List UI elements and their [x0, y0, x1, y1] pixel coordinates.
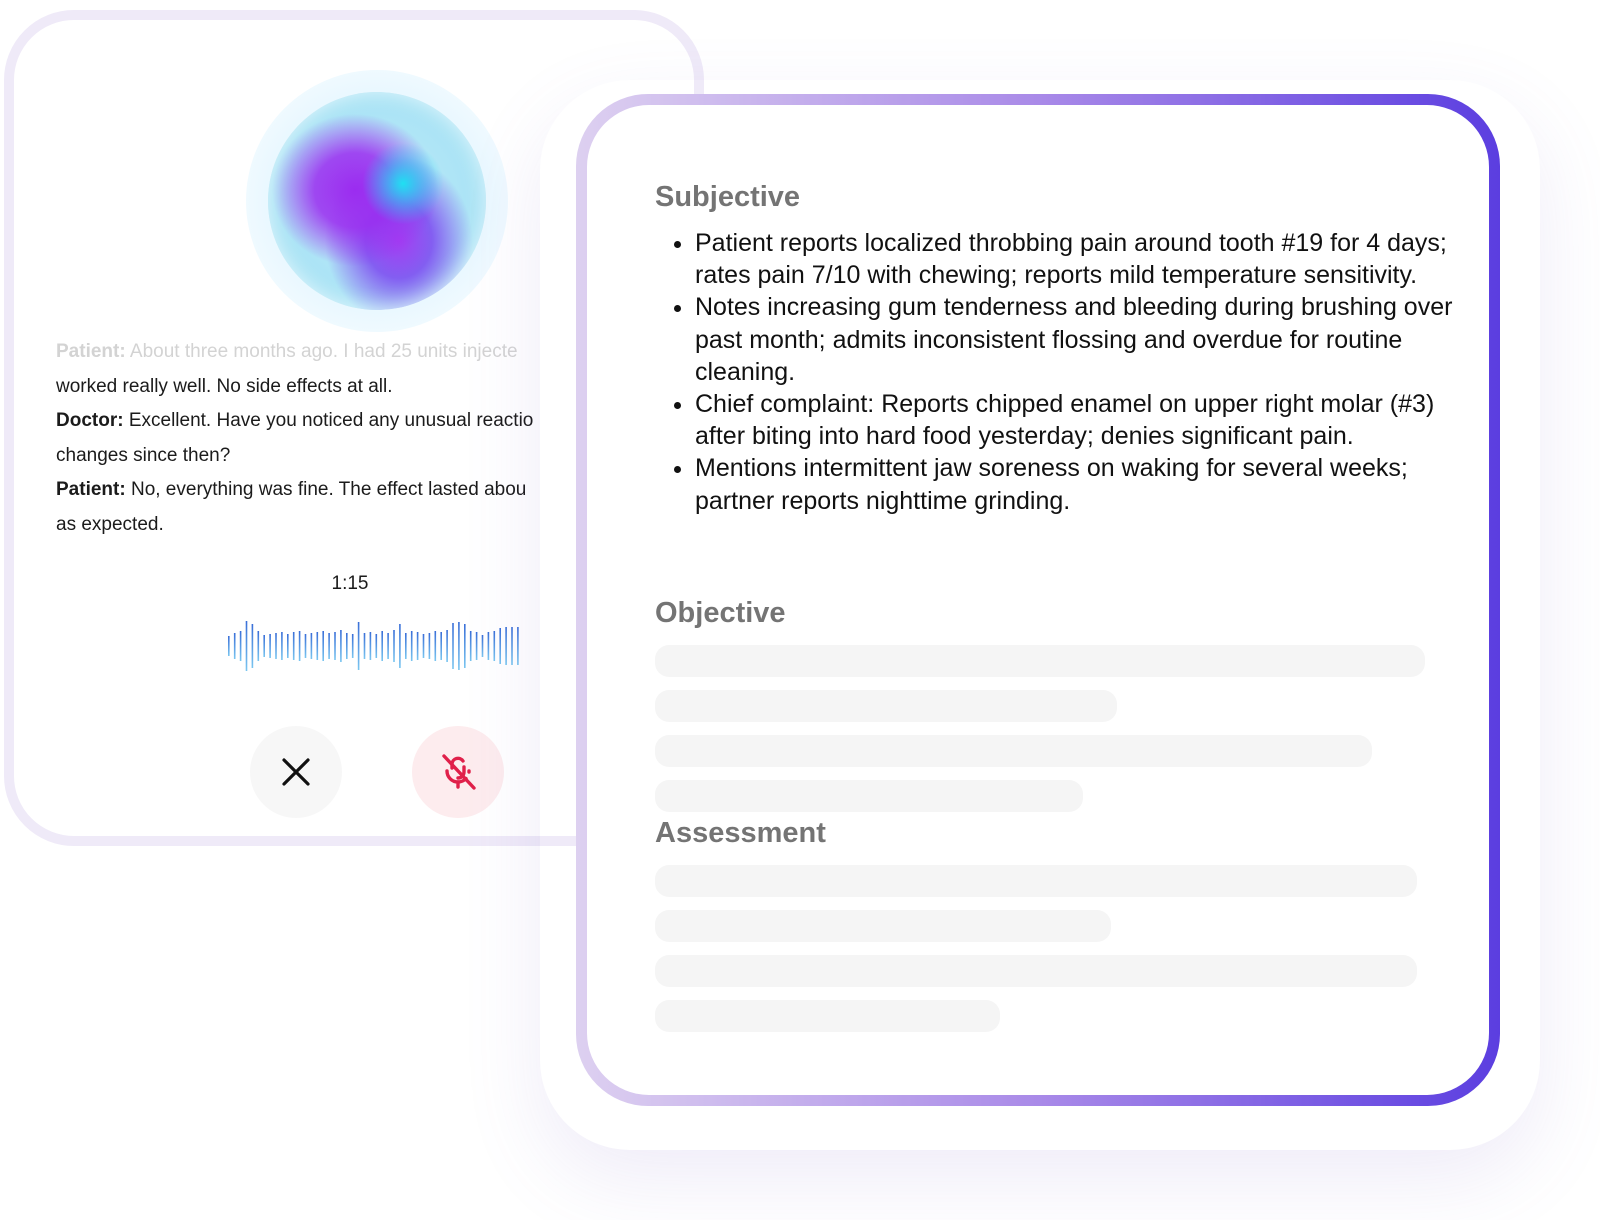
waveform-bar: [351, 634, 354, 658]
waveform-bar: [281, 632, 283, 660]
waveform-bar: [357, 622, 360, 670]
waveform-bar: [245, 621, 248, 671]
waveform-bar: [228, 636, 230, 656]
skeleton-line: [655, 865, 1417, 897]
waveform-bar: [257, 631, 260, 661]
waveform-bar: [428, 633, 431, 659]
subjective-list: Patient reports localized throbbing pain…: [655, 227, 1455, 517]
transcript-line: as expected.: [56, 508, 694, 543]
waveform-bar: [322, 631, 324, 661]
transcript: Patient: About three months ago. I had 2…: [56, 335, 694, 543]
transcript-line: worked really well. No side effects at a…: [56, 370, 694, 405]
skeleton-line: [655, 645, 1425, 677]
waveform-bar: [440, 632, 442, 660]
waveform-bar: [393, 630, 395, 662]
waveform-bar: [346, 633, 348, 659]
waveform-bar: [381, 631, 383, 661]
waveform-bar: [446, 630, 448, 662]
mic-off-icon: [442, 754, 476, 790]
waveform-bar: [304, 634, 307, 658]
waveform-bar: [387, 633, 389, 659]
section-title-subjective: Subjective: [655, 181, 801, 213]
waveform-bar: [298, 631, 301, 661]
subjective-item: Notes increasing gum tenderness and blee…: [695, 291, 1455, 388]
speaker-label: Doctor:: [56, 410, 124, 431]
waveform-bar: [458, 622, 460, 670]
waveform-bar: [363, 633, 366, 659]
x-icon: [282, 758, 310, 786]
waveform-bar: [452, 623, 454, 669]
waveform-bar: [328, 633, 330, 659]
waveform-bar: [269, 634, 271, 658]
skeleton-line: [655, 955, 1417, 987]
waveform-bar: [251, 624, 254, 668]
transcript-text: About three months ago. I had 25 units i…: [125, 341, 518, 362]
transcript-line: Patient: About three months ago. I had 2…: [56, 335, 694, 370]
waveform-bar: [410, 631, 413, 661]
transcript-line: Patient: No, everything was fine. The ef…: [56, 473, 694, 508]
speaker-label: Patient:: [56, 341, 126, 362]
waveform-bar: [316, 632, 319, 660]
waveform-bar: [292, 632, 295, 660]
waveform-bar: [511, 627, 513, 665]
waveform-bar: [334, 632, 336, 660]
skeleton-line: [655, 690, 1117, 722]
waveform-bar: [481, 635, 484, 657]
section-title-objective: Objective: [655, 597, 786, 629]
waveform-bar: [487, 632, 490, 660]
waveform-bar: [493, 631, 496, 661]
transcript-text: Excellent. Have you noticed any unusual …: [123, 410, 534, 431]
waveform-bar: [233, 633, 236, 659]
subjective-item: Chief complaint: Reports chipped enamel …: [695, 388, 1455, 452]
waveform-bar: [517, 627, 519, 665]
waveform-bar: [239, 631, 242, 661]
waveform-bar: [475, 632, 478, 660]
waveform-bar: [405, 633, 407, 659]
transcript-line: changes since then?: [56, 439, 694, 474]
skeleton-line: [655, 735, 1372, 767]
speaker-label: Patient:: [56, 479, 126, 500]
voice-orb-core: [268, 92, 486, 310]
waveform-bar: [375, 634, 378, 658]
waveform-bar: [469, 631, 472, 661]
recording-timer: 1:15: [331, 573, 369, 594]
voice-orb: [246, 70, 508, 332]
cancel-recording-button[interactable]: [250, 726, 342, 818]
soap-note-card: Subjective Patient reports localized thr…: [576, 94, 1500, 1106]
waveform-bar: [340, 630, 342, 662]
waveform-bar: [499, 628, 501, 664]
waveform-bar: [369, 632, 372, 660]
transcript-text: worked really well. No side effects at a…: [56, 375, 393, 397]
waveform-bar: [399, 624, 401, 668]
subjective-item: Mentions intermittent jaw soreness on wa…: [695, 452, 1455, 516]
transcript-text: as expected.: [56, 513, 164, 535]
waveform-bar: [422, 634, 425, 658]
subjective-item: Patient reports localized throbbing pain…: [695, 227, 1455, 291]
waveform-bar: [275, 633, 277, 659]
waveform-bar: [263, 635, 265, 657]
section-title-assessment: Assessment: [655, 817, 826, 849]
waveform-bar: [505, 627, 507, 665]
skeleton-line: [655, 1000, 1000, 1032]
waveform-bar: [287, 634, 289, 658]
skeleton-line: [655, 910, 1111, 942]
mute-microphone-button[interactable]: [412, 726, 504, 818]
transcript-text: changes since then?: [56, 444, 231, 466]
waveform-bar: [464, 624, 466, 668]
audio-waveform: [228, 621, 519, 671]
transcript-text: No, everything was fine. The effect last…: [125, 479, 527, 500]
waveform-bar: [310, 633, 313, 659]
waveform-bar: [434, 631, 437, 661]
skeleton-line: [655, 780, 1083, 812]
waveform-bar: [416, 632, 419, 660]
transcript-line: Doctor: Excellent. Have you noticed any …: [56, 404, 694, 439]
